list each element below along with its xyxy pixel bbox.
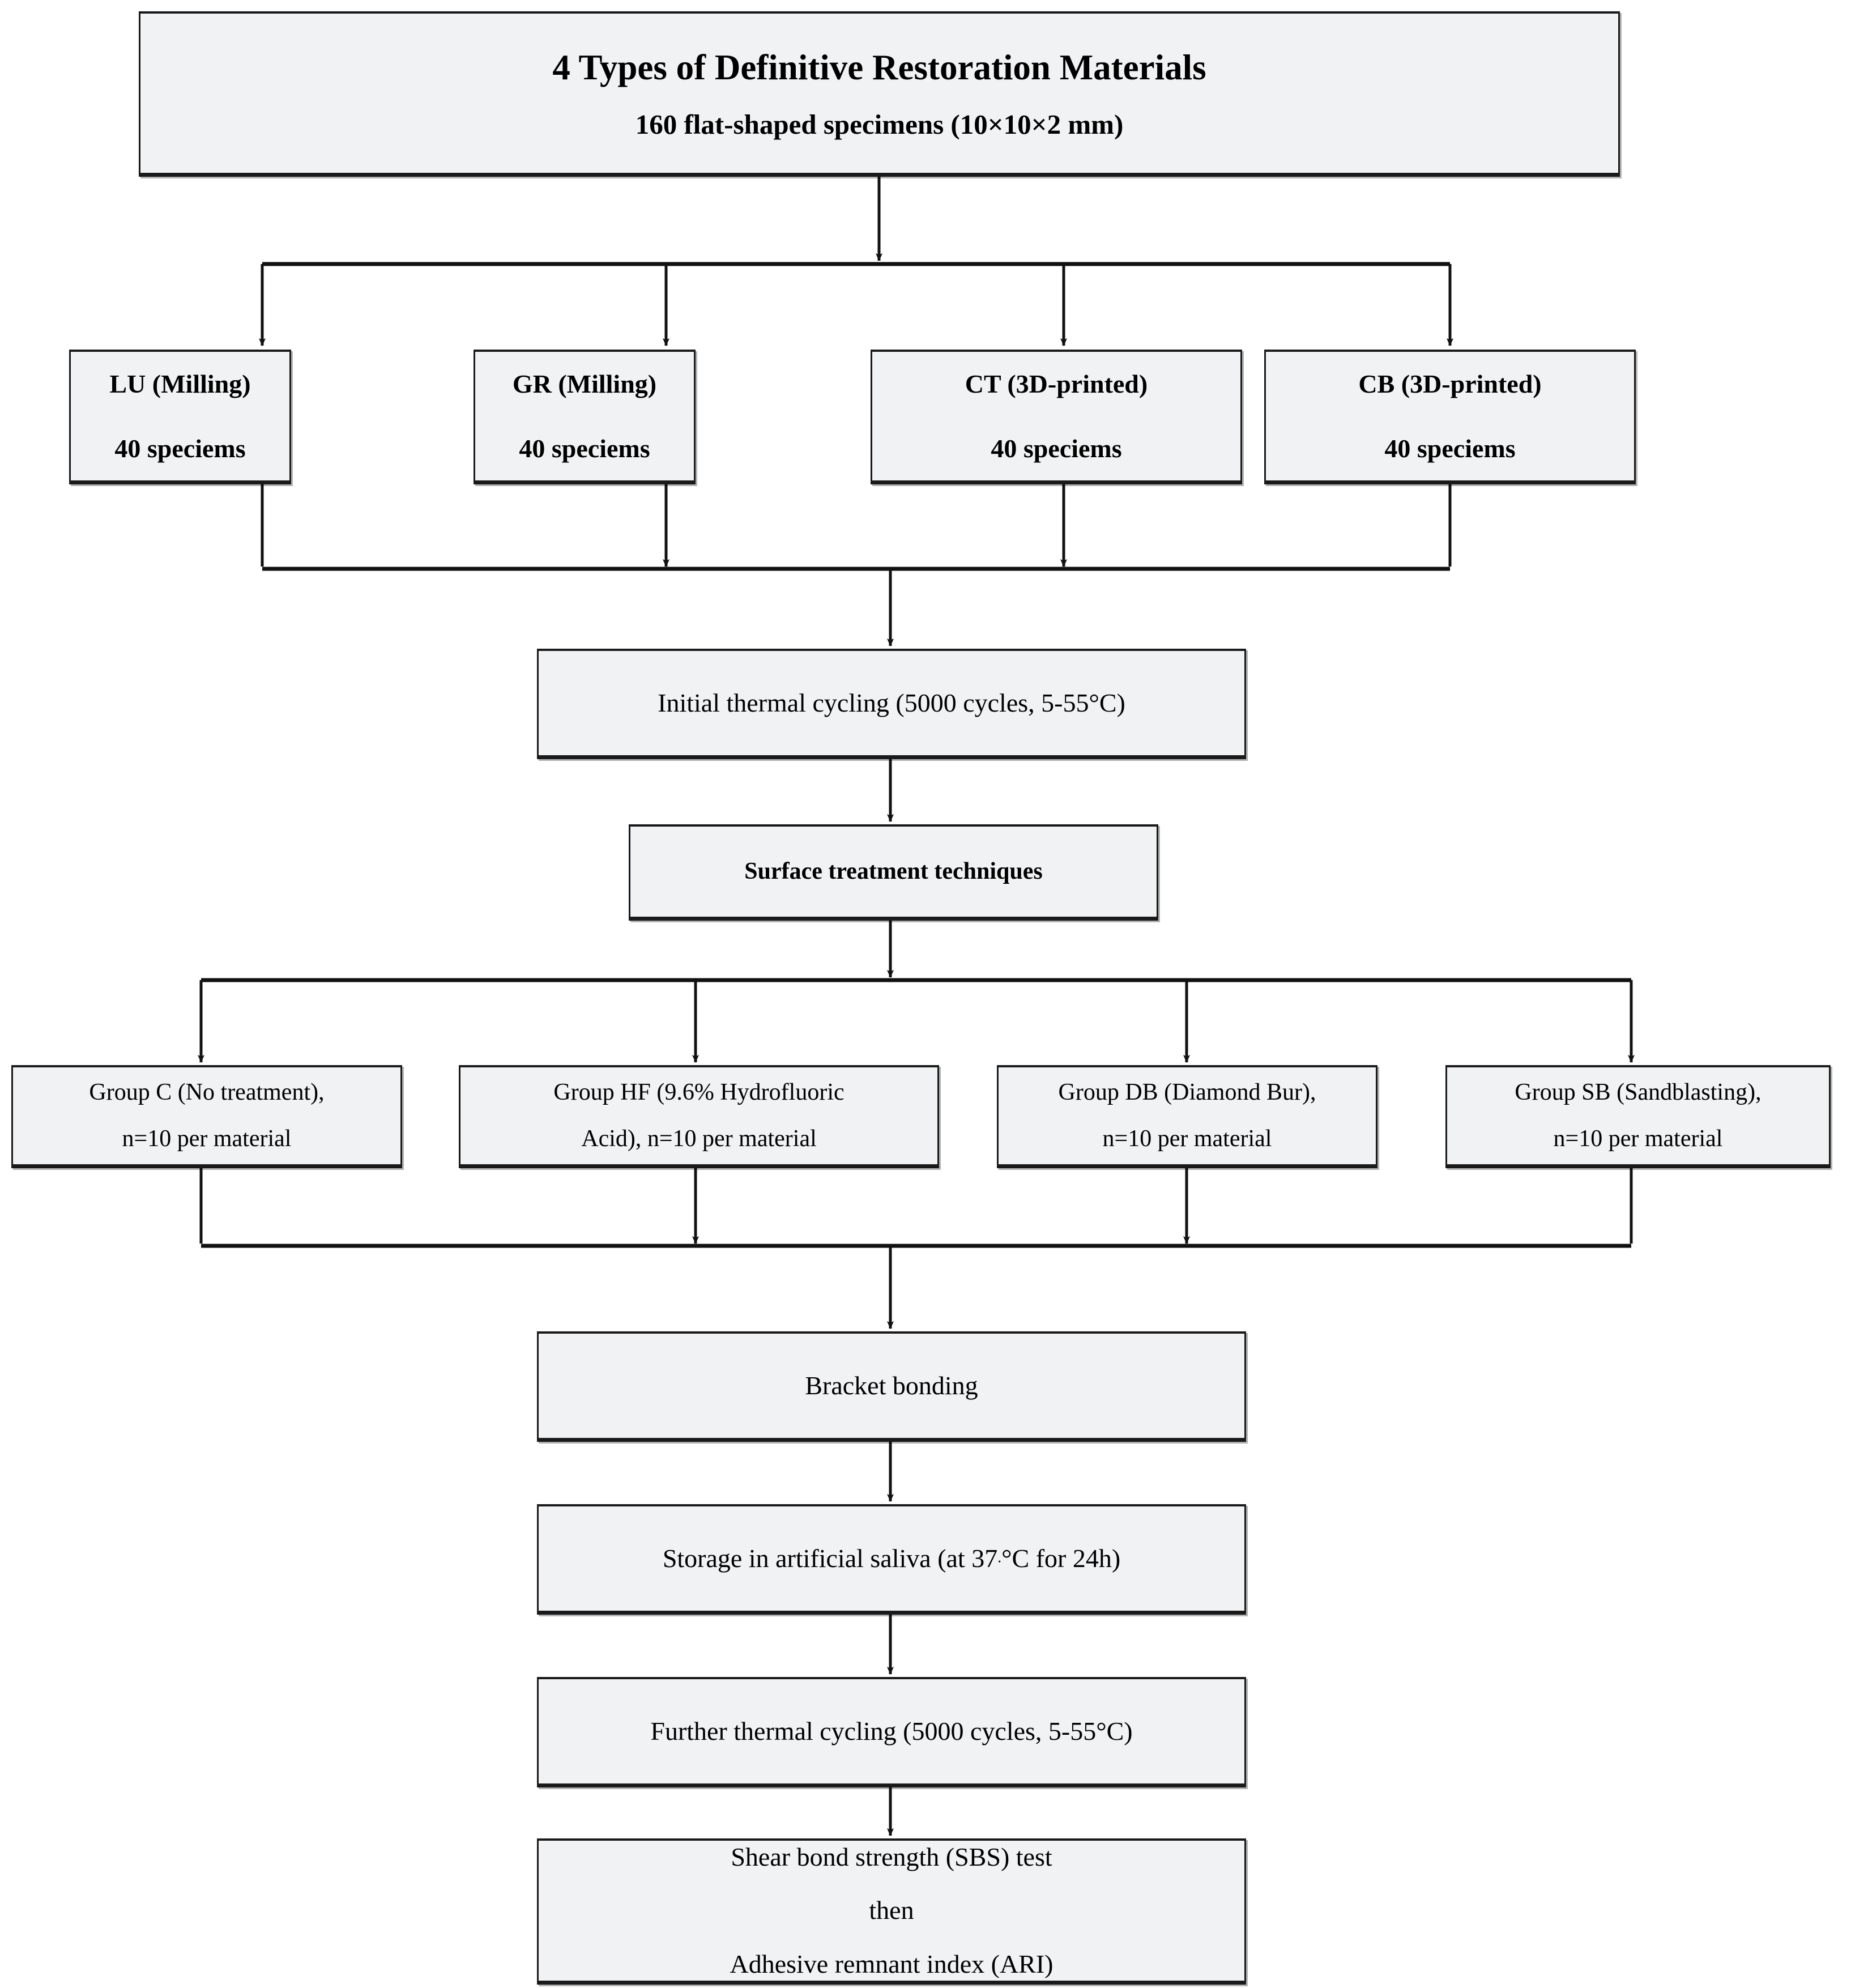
- final-test-line2: then: [869, 1896, 914, 1925]
- storage-text-pre: Storage in artificial saliva (at 37: [662, 1544, 998, 1573]
- storage-degree-mark: .: [997, 1548, 1002, 1566]
- final-test-line3: Adhesive remnant index (ARI): [730, 1949, 1054, 1978]
- node-storage-saliva: Storage in artificial saliva (at 37.°C f…: [537, 1504, 1246, 1615]
- material-cb-name: CB (3D-printed): [1358, 369, 1542, 399]
- material-lu-name: LU (Milling): [109, 369, 251, 399]
- material-ct-count: 40 speciems: [991, 433, 1122, 463]
- group-db-line2: n=10 per material: [1102, 1125, 1272, 1152]
- node-surface-treatment: Surface treatment techniques: [629, 824, 1158, 921]
- material-ct-name: CT (3D-printed): [965, 369, 1148, 399]
- node-initial-thermal-cycling: Initial thermal cycling (5000 cycles, 5-…: [537, 649, 1246, 759]
- node-group-db: Group DB (Diamond Bur), n=10 per materia…: [997, 1065, 1377, 1168]
- node-group-sb: Group SB (Sandblasting), n=10 per materi…: [1445, 1065, 1831, 1168]
- node-material-ct: CT (3D-printed) 40 speciems: [871, 350, 1242, 484]
- material-lu-count: 40 speciems: [114, 433, 246, 463]
- node-group-hf: Group HF (9.6% Hydrofluoric Acid), n=10 …: [459, 1065, 939, 1168]
- node-final-test: Shear bond strength (SBS) test then Adhe…: [537, 1838, 1246, 1985]
- material-cb-count: 40 speciems: [1384, 433, 1516, 463]
- group-c-line1: Group C (No treatment),: [89, 1079, 325, 1105]
- node-group-c: Group C (No treatment), n=10 per materia…: [11, 1065, 402, 1168]
- storage-text-post: °C for 24h): [1001, 1544, 1121, 1573]
- final-test-line1: Shear bond strength (SBS) test: [731, 1842, 1052, 1872]
- node-material-lu: LU (Milling) 40 speciems: [69, 350, 291, 484]
- group-sb-line2: n=10 per material: [1553, 1125, 1723, 1152]
- node-material-cb: CB (3D-printed) 40 speciems: [1264, 350, 1636, 484]
- title-main: 4 Types of Definitive Restoration Materi…: [552, 47, 1206, 87]
- surface-treatment-label: Surface treatment techniques: [744, 858, 1043, 884]
- storage-label: Storage in artificial saliva (at 37.°C f…: [539, 1538, 1244, 1578]
- group-c-line2: n=10 per material: [122, 1125, 292, 1152]
- title-subtitle: 160 flat-shaped specimens (10×10×2 mm): [635, 109, 1124, 141]
- node-further-thermal-cycling: Further thermal cycling (5000 cycles, 5-…: [537, 1677, 1246, 1787]
- group-sb-line1: Group SB (Sandblasting),: [1515, 1079, 1762, 1105]
- group-hf-line2: Acid), n=10 per material: [581, 1125, 817, 1152]
- material-gr-count: 40 speciems: [519, 433, 650, 463]
- node-material-gr: GR (Milling) 40 speciems: [474, 350, 696, 484]
- group-db-line1: Group DB (Diamond Bur),: [1058, 1079, 1316, 1105]
- node-title-materials: 4 Types of Definitive Restoration Materi…: [139, 11, 1620, 177]
- initial-thermal-label: Initial thermal cycling (5000 cycles, 5-…: [658, 688, 1125, 718]
- group-hf-line1: Group HF (9.6% Hydrofluoric: [553, 1079, 845, 1105]
- node-bracket-bonding: Bracket bonding: [537, 1331, 1246, 1442]
- material-gr-name: GR (Milling): [512, 369, 657, 399]
- bracket-bonding-label: Bracket bonding: [805, 1371, 978, 1400]
- further-thermal-label: Further thermal cycling (5000 cycles, 5-…: [650, 1717, 1133, 1746]
